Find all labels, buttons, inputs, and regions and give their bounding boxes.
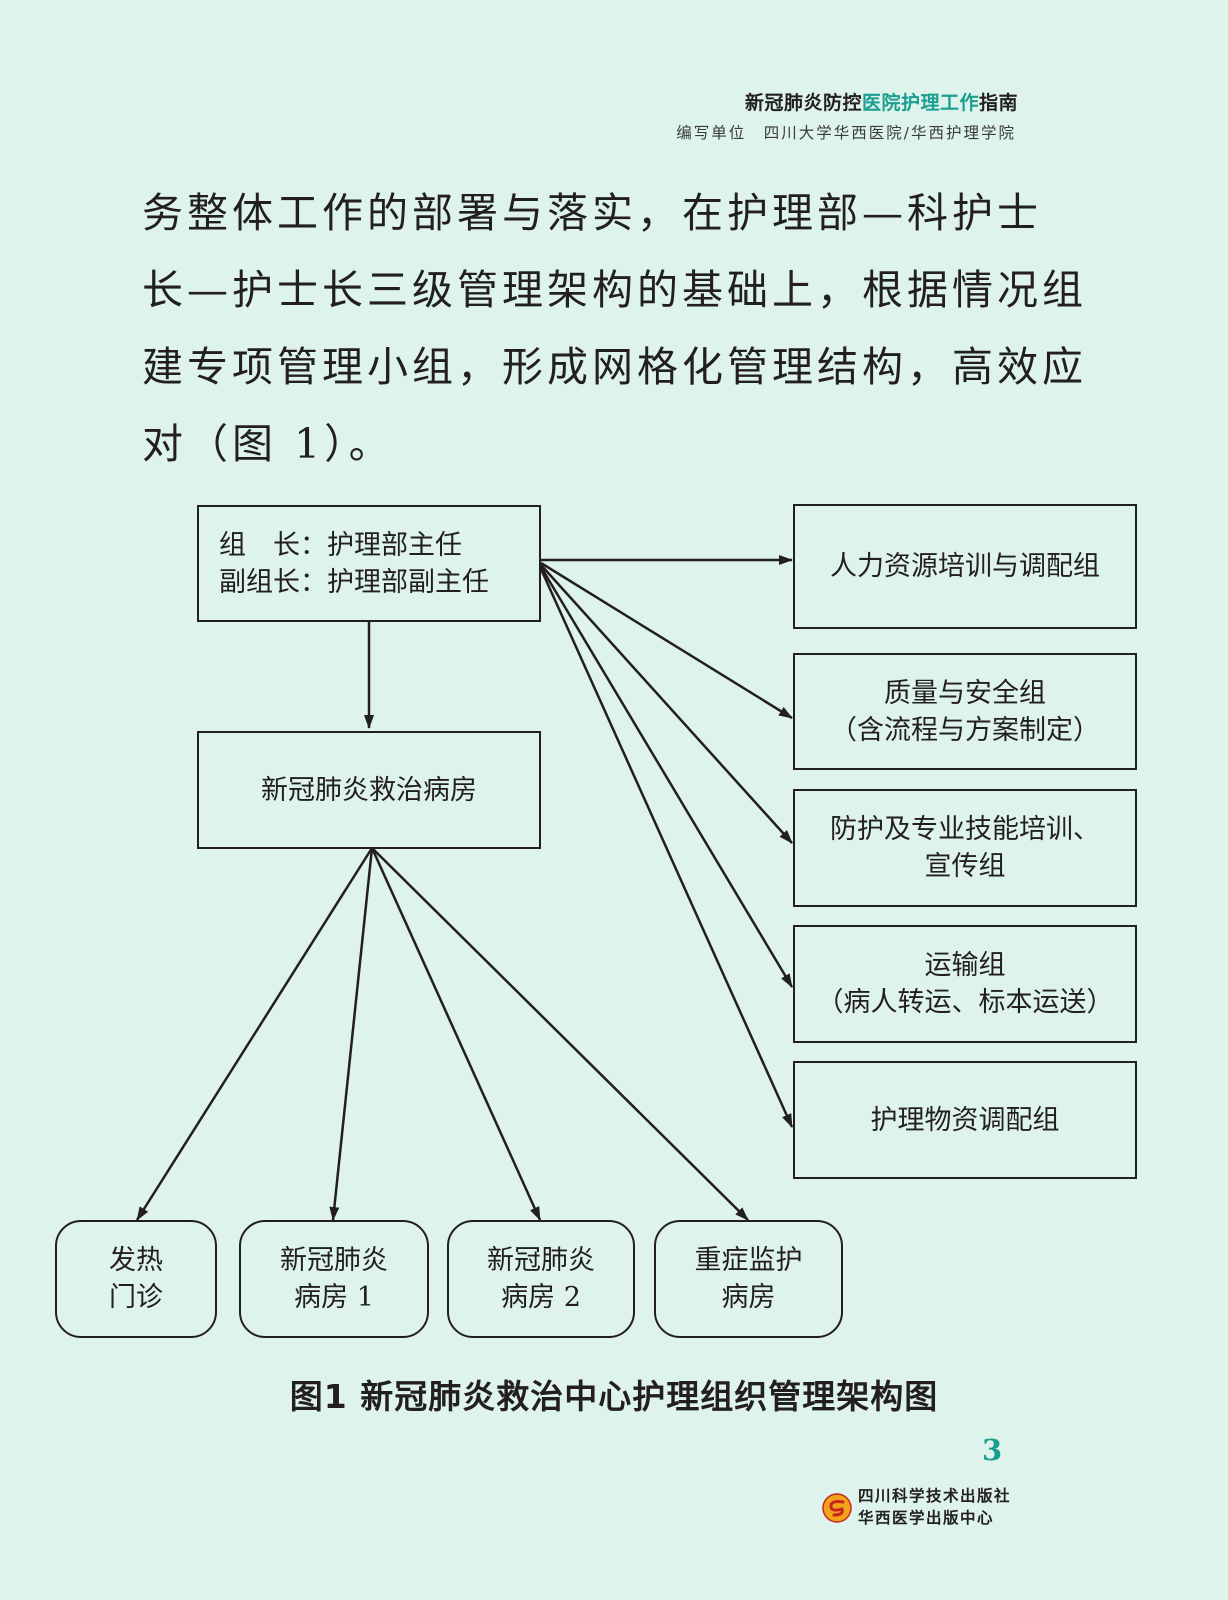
figure-caption: 图1 新冠肺炎救治中心护理组织管理架构图 (289, 1377, 939, 1416)
group-label: 防护及专业技能培训、 (830, 814, 1100, 845)
publisher-name: 四川科学技术出版社 华西医学出版中心 (858, 1485, 1011, 1529)
group-label: 护理物资调配组 (870, 1104, 1060, 1136)
header-subtitle: 编写单位 四川大学华西医院/华西护理学院 (676, 124, 1016, 142)
group-label: 运输组 (924, 950, 1006, 981)
group-box-transport: 运输组 （病人转运、标本运送） (793, 925, 1137, 1043)
unit-box-ward-1: 新冠肺炎 病房 1 (239, 1220, 429, 1338)
unit-sublabel: 病房 1 (294, 1282, 374, 1313)
arrow-ward-to-unit-1 (135, 847, 374, 1221)
arrow-leader-to-group-4 (539, 566, 794, 988)
ward-box: 新冠肺炎救治病房 (197, 731, 541, 849)
group-box-hr: 人力资源培训与调配组 (793, 504, 1137, 629)
unit-box-fever-clinic: 发热 门诊 (55, 1220, 217, 1338)
body-line: 长—护士长三级管理架构的基础上，根据情况组 (142, 266, 1087, 314)
unit-label: 发热 (109, 1245, 163, 1276)
header-title-suffix: 指南 (978, 92, 1018, 114)
unit-sublabel: 病房 (721, 1282, 776, 1313)
ward-label: 新冠肺炎救治病房 (261, 774, 477, 806)
leader-box: 组 长：护理部主任 副组长：护理部副主任 (197, 505, 541, 622)
arrow-ward-to-unit-3 (370, 847, 542, 1221)
publisher-line: 华西医学出版中心 (858, 1509, 995, 1527)
unit-box-icu: 重症监护 病房 (654, 1220, 843, 1338)
group-label: 质量与安全组 (884, 677, 1046, 709)
group-sublabel: （含流程与方案制定） (830, 714, 1100, 746)
page-number: 3 (982, 1433, 1003, 1467)
group-box-supplies: 护理物资调配组 (793, 1061, 1137, 1179)
body-paragraph: 务整体工作的部署与落实，在护理部—科护士 长—护士长三级管理架构的基础上，根据情… (142, 175, 1102, 483)
body-line: 对（图 1）。 (142, 420, 394, 468)
body-line: 务整体工作的部署与落实，在护理部—科护士 (142, 189, 1042, 237)
group-box-training: 防护及专业技能培训、 宣传组 (793, 789, 1137, 907)
arrow-ward-to-unit-4 (371, 847, 749, 1221)
header-title: 新冠肺炎防控医院护理工作指南 (745, 88, 1018, 115)
unit-label: 重症监护 (694, 1245, 803, 1276)
group-sublabel: （病人转运、标本运送） (816, 987, 1114, 1018)
body-line: 建专项管理小组，形成网格化管理结构，高效应 (142, 343, 1087, 391)
unit-box-ward-2: 新冠肺炎 病房 2 (447, 1220, 635, 1338)
arrow-ward-to-unit-2 (329, 847, 374, 1221)
publisher-logo-icon (822, 1493, 852, 1523)
arrow-leader-to-group-5 (539, 568, 794, 1128)
arrow-leader-to-group-3 (540, 564, 793, 844)
header-title-prefix: 新冠肺炎防控 (744, 92, 862, 114)
group-sublabel: 宣传组 (924, 851, 1006, 882)
unit-sublabel: 门诊 (109, 1282, 163, 1313)
leader-line: 组 长：护理部主任 (219, 529, 462, 561)
group-box-quality: 质量与安全组 （含流程与方案制定） (793, 653, 1137, 770)
header-title-accent: 医院护理工作 (861, 92, 979, 114)
arrow-leader-to-group-2 (540, 561, 793, 720)
unit-label: 新冠肺炎 (280, 1245, 388, 1276)
unit-label: 新冠肺炎 (487, 1245, 595, 1276)
publisher-line: 四川科学技术出版社 (858, 1487, 1012, 1505)
group-label: 人力资源培训与调配组 (830, 551, 1100, 582)
deputy-leader-line: 副组长：护理部副主任 (219, 566, 489, 598)
unit-sublabel: 病房 2 (501, 1282, 581, 1313)
